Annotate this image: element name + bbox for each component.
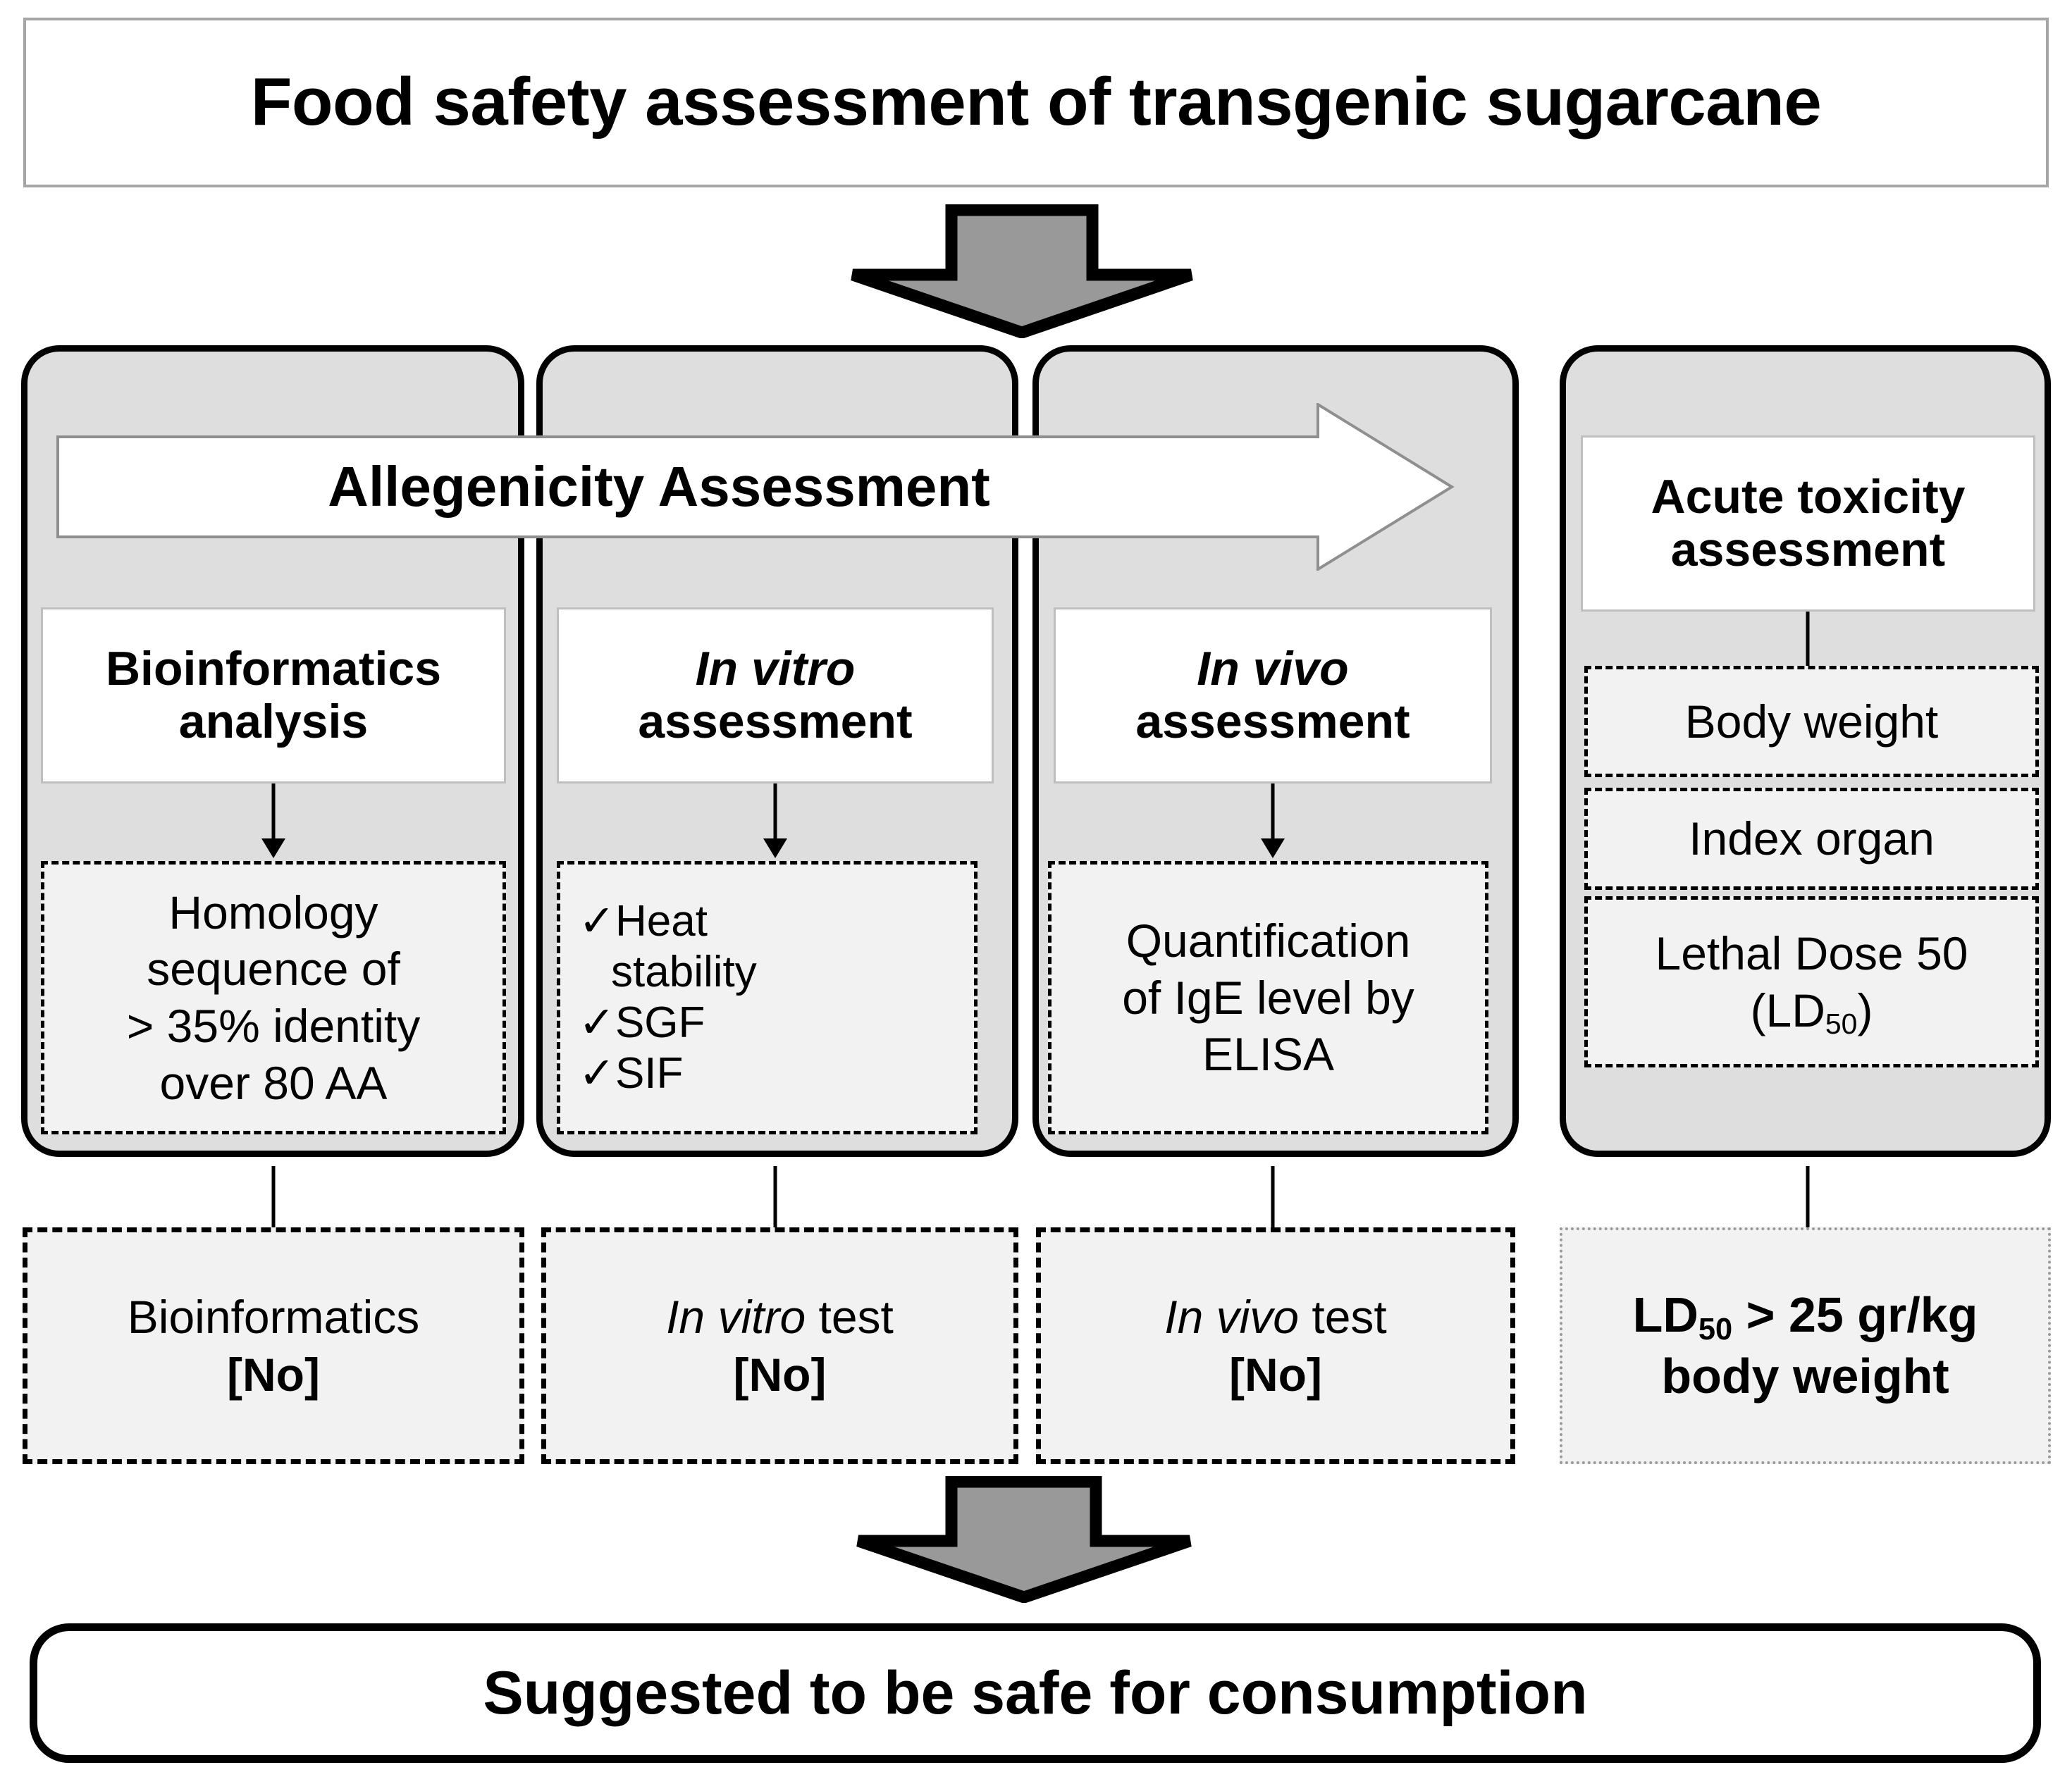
connector-arrow-in-vitro xyxy=(763,783,787,858)
connector-arrow-in-vivo xyxy=(1261,783,1285,858)
right-banner-arrow xyxy=(56,403,1455,571)
conclusion-banner: Suggested to be safe for consumption xyxy=(30,1623,2041,1763)
checklist-item-heat-stability-label: Heat xyxy=(615,897,708,946)
page-title: Food safety assessment of transgenic sug… xyxy=(250,64,1822,140)
checklist-item-heat-stability: ✓Heat xyxy=(579,896,757,947)
check-mark-icon: ✓ xyxy=(579,897,615,946)
result-in-vitro: In vitro test[No] xyxy=(541,1227,1018,1464)
checklist-item-sif: ✓SIF xyxy=(579,1048,757,1099)
connector-arrow-bioinformatics xyxy=(261,783,285,858)
result-in-vitro-label: In vitro test[No] xyxy=(666,1290,894,1401)
checklist-item-sgf: ✓SGF xyxy=(579,998,757,1048)
allegenicity-assessment-label: Allegenicity Assessment xyxy=(328,455,990,518)
detail-body-weight: Body weight xyxy=(1584,666,2039,777)
detail-lethal-dose-50: Lethal Dose 50(LD50) xyxy=(1584,896,2039,1067)
checklist-item-heat-stability-cont: stability xyxy=(611,948,757,997)
page-title-banner: Food safety assessment of transgenic sug… xyxy=(23,18,2049,187)
detail-index-organ-label: Index organ xyxy=(1689,812,1935,865)
result-bioinformatics-label: Bioinformatics[No] xyxy=(127,1290,420,1401)
checklist-item-sgf-label: SGF xyxy=(615,998,705,1047)
check-mark-icon: ✓ xyxy=(579,1048,615,1098)
detail-lethal-dose-50-label: Lethal Dose 50(LD50) xyxy=(1655,927,1968,1041)
checklist-item-sif-label: SIF xyxy=(615,1048,684,1098)
check-mark-icon: ✓ xyxy=(579,998,615,1047)
result-bioinformatics: Bioinformatics[No] xyxy=(23,1227,524,1464)
down-fat-arrow-top xyxy=(851,204,1193,338)
detail-index-organ: Index organ xyxy=(1584,788,2039,890)
result-in-vivo-label: In vivo test[No] xyxy=(1164,1290,1387,1401)
detail-body-weight-label: Body weight xyxy=(1684,695,1939,748)
conclusion-label: Suggested to be safe for consumption xyxy=(483,1659,1588,1727)
down-fat-arrow-bottom xyxy=(856,1476,1192,1603)
result-in-vivo: In vivo test[No] xyxy=(1036,1227,1515,1464)
detail-in-vitro-checklist: ✓Heat stability ✓SGF ✓SIF xyxy=(557,861,978,1134)
in-vitro-checklist: ✓Heat stability ✓SGF ✓SIF xyxy=(560,896,757,1099)
